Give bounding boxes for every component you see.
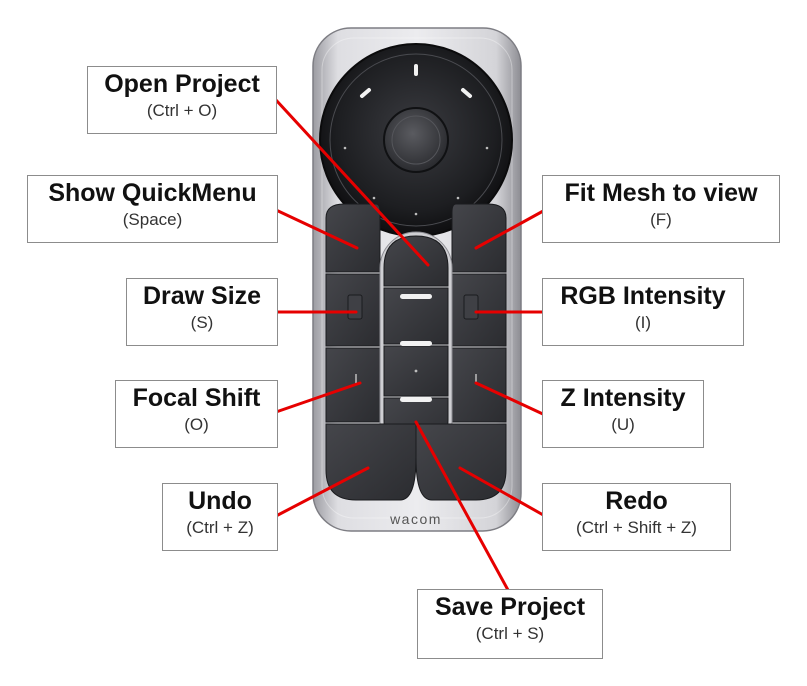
leader-line-focal-shift: [274, 381, 362, 414]
callout-show-quickmenu: Show QuickMenu (Space): [27, 175, 278, 243]
callout-fit-mesh: Fit Mesh to view (F): [542, 175, 780, 243]
leader-line-redo: [458, 466, 547, 518]
callout-title: Z Intensity: [560, 384, 686, 412]
brand-logo: wacom: [389, 511, 442, 527]
callout-title: Focal Shift: [132, 384, 261, 412]
leader-line-save-project: [414, 420, 510, 592]
leader-line-z-intensity: [474, 381, 547, 417]
right-key-1[interactable]: [451, 203, 507, 273]
leader-line-fit-mesh: [474, 208, 547, 250]
leader-line-open-project: [274, 98, 430, 267]
callout-title: Draw Size: [142, 282, 262, 310]
ring-led-indicator: [461, 88, 472, 98]
callout-title: Undo: [188, 487, 252, 515]
callout-shortcut: (I): [634, 312, 652, 332]
ring-led-indicator: [360, 88, 371, 98]
bottom-left-key[interactable]: [325, 423, 417, 501]
callout-shortcut: (O): [184, 414, 209, 434]
callout-title: Fit Mesh to view: [564, 179, 758, 207]
callout-open-project: Open Project (Ctrl + O): [87, 66, 277, 134]
callout-redo: Redo (Ctrl + Shift + Z): [542, 483, 731, 551]
callout-save-project: Save Project (Ctrl + S): [417, 589, 603, 659]
right-key-2[interactable]: [451, 273, 507, 347]
leader-line-undo: [274, 466, 370, 518]
leader-lines: [274, 98, 547, 592]
callout-title: Save Project: [434, 593, 586, 621]
callout-title: Redo: [605, 487, 668, 515]
callout-shortcut: (Ctrl + O): [146, 100, 218, 120]
bottom-right-key[interactable]: [415, 423, 507, 501]
callout-shortcut: (S): [190, 312, 214, 332]
callout-title: Show QuickMenu: [48, 179, 257, 207]
callout-undo: Undo (Ctrl + Z): [162, 483, 278, 551]
callout-shortcut: (U): [611, 414, 635, 434]
callout-focal-shift: Focal Shift (O): [115, 380, 278, 448]
callout-title: Open Project: [104, 70, 260, 98]
callout-z-intensity: Z Intensity (U): [542, 380, 704, 448]
callout-shortcut: (Ctrl + Shift + Z): [576, 517, 697, 537]
callout-shortcut: (Ctrl + Z): [186, 517, 254, 537]
callout-rgb-intensity: RGB Intensity (I): [542, 278, 744, 346]
callout-shortcut: (F): [650, 209, 672, 229]
ring-center-button[interactable]: [383, 107, 449, 173]
leader-line-show-quickmenu: [274, 208, 359, 250]
center-key-top[interactable]: [383, 235, 449, 287]
callout-shortcut: (Ctrl + S): [475, 623, 545, 643]
callout-draw-size: Draw Size (S): [126, 278, 278, 346]
callout-title: RGB Intensity: [560, 282, 726, 310]
callout-shortcut: (Space): [122, 209, 183, 229]
